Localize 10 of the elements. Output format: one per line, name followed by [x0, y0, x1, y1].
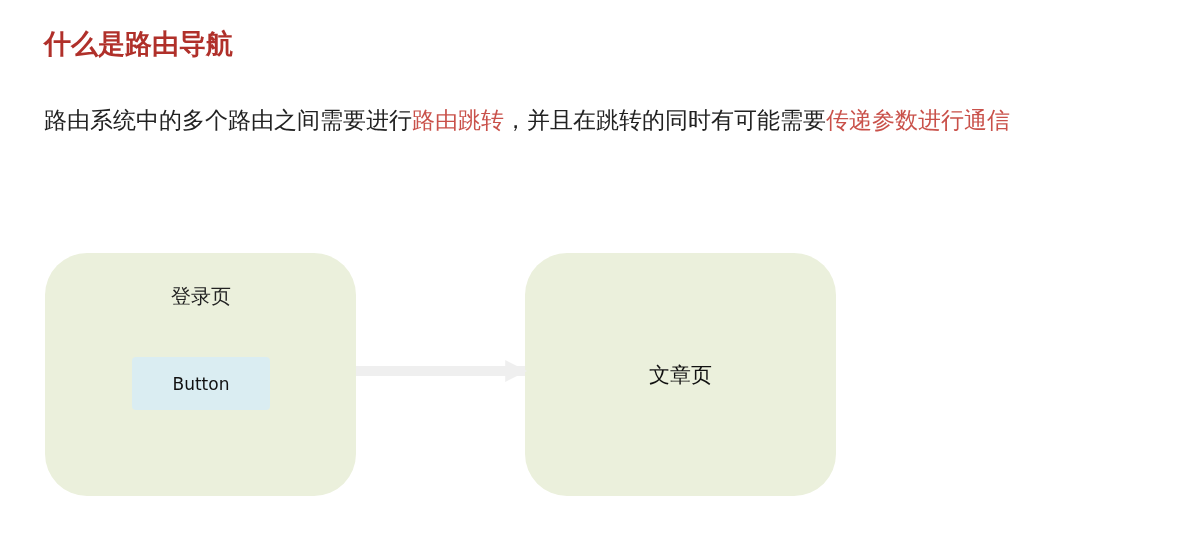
arrow: [356, 360, 528, 382]
title: 什么是路由导航: [44, 27, 233, 61]
page-title: 登录页: [169, 283, 232, 310]
page-box: 文章页: [525, 253, 836, 496]
body-text: ，并且在跳转的同时有可能需要: [504, 107, 826, 133]
highlighted-text: 传递参数进行通信: [826, 107, 1010, 133]
body-text: 路由系统中的多个路由之间需要进行: [44, 107, 412, 133]
button: Button: [132, 357, 270, 410]
highlighted-text: 路由跳转: [412, 107, 504, 133]
page-box: [45, 253, 356, 496]
